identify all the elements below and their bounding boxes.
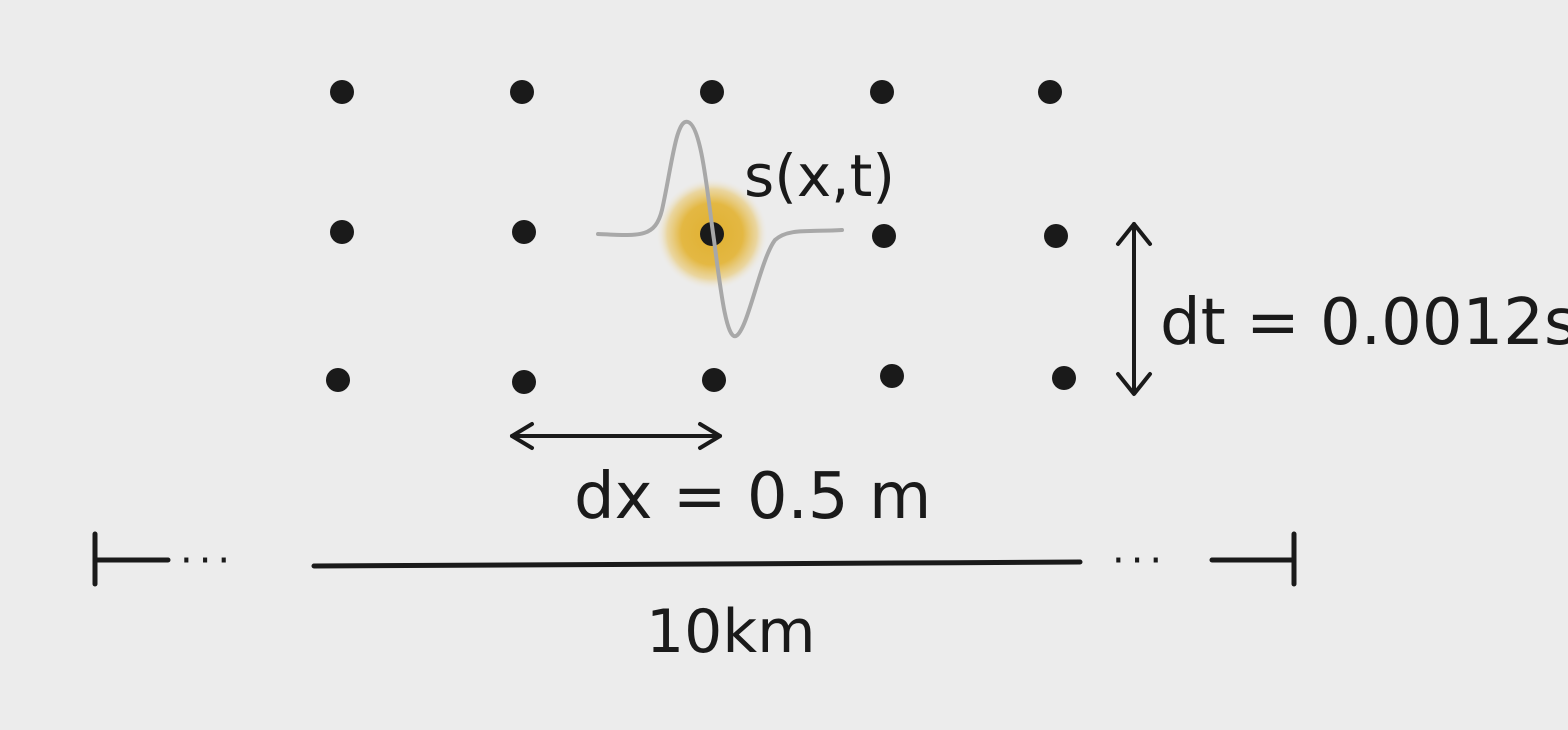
signal-label: s(x,t) xyxy=(744,142,895,210)
grid-node xyxy=(330,220,354,244)
ellipsis-left: ··· xyxy=(180,538,236,584)
grid-node xyxy=(872,224,896,248)
grid-node xyxy=(880,364,904,388)
grid-node xyxy=(512,370,536,394)
space-step-label: dx = 0.5 m xyxy=(574,460,931,534)
dx-arrow xyxy=(510,422,722,450)
domain-length-bar xyxy=(92,531,1297,587)
grid-node xyxy=(1038,80,1062,104)
grid-node xyxy=(510,80,534,104)
grid-node xyxy=(326,368,350,392)
grid-nodes xyxy=(326,80,1076,394)
ellipsis-right: ··· xyxy=(1112,538,1168,584)
time-step-label: dt = 0.0012s xyxy=(1160,286,1568,360)
wavelet-curve xyxy=(596,119,844,338)
grid-node xyxy=(1044,224,1068,248)
grid-node xyxy=(512,220,536,244)
grid-node xyxy=(702,368,726,392)
grid-node xyxy=(870,80,894,104)
grid-node xyxy=(1052,366,1076,390)
grid-node xyxy=(330,80,354,104)
domain-length-label: 10km xyxy=(646,597,816,667)
dt-arrow xyxy=(1116,222,1152,396)
grid-node xyxy=(700,80,724,104)
